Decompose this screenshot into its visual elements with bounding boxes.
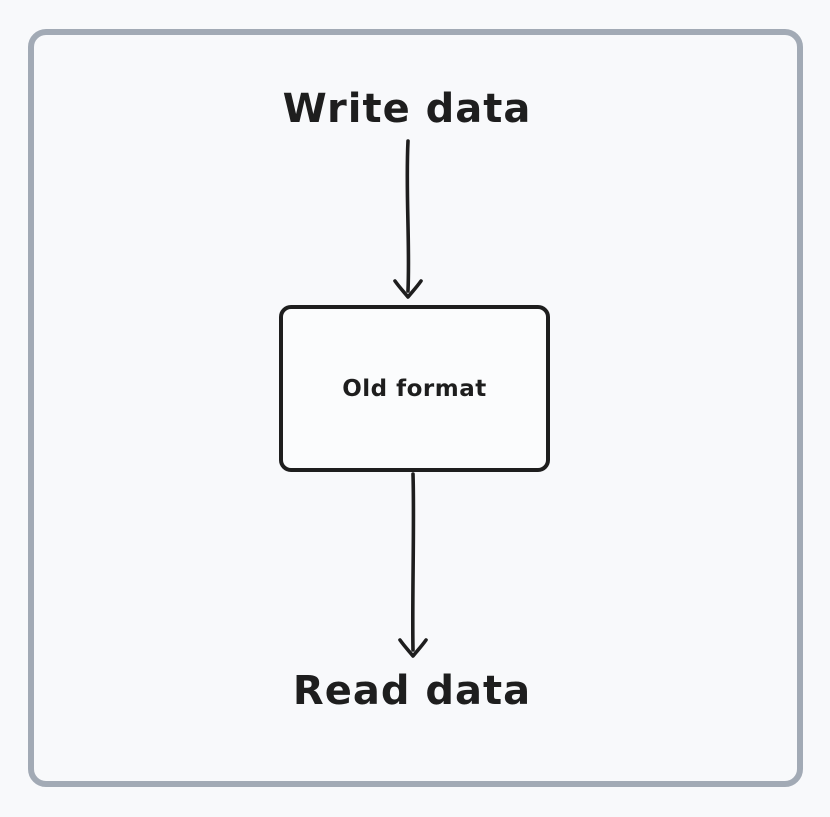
read-data-label: Read data: [292, 668, 532, 714]
old-format-node-label: Old format: [342, 375, 487, 402]
old-format-node: Old format: [279, 305, 550, 472]
diagram-frame: [28, 29, 803, 787]
write-data-label: Write data: [282, 86, 532, 132]
